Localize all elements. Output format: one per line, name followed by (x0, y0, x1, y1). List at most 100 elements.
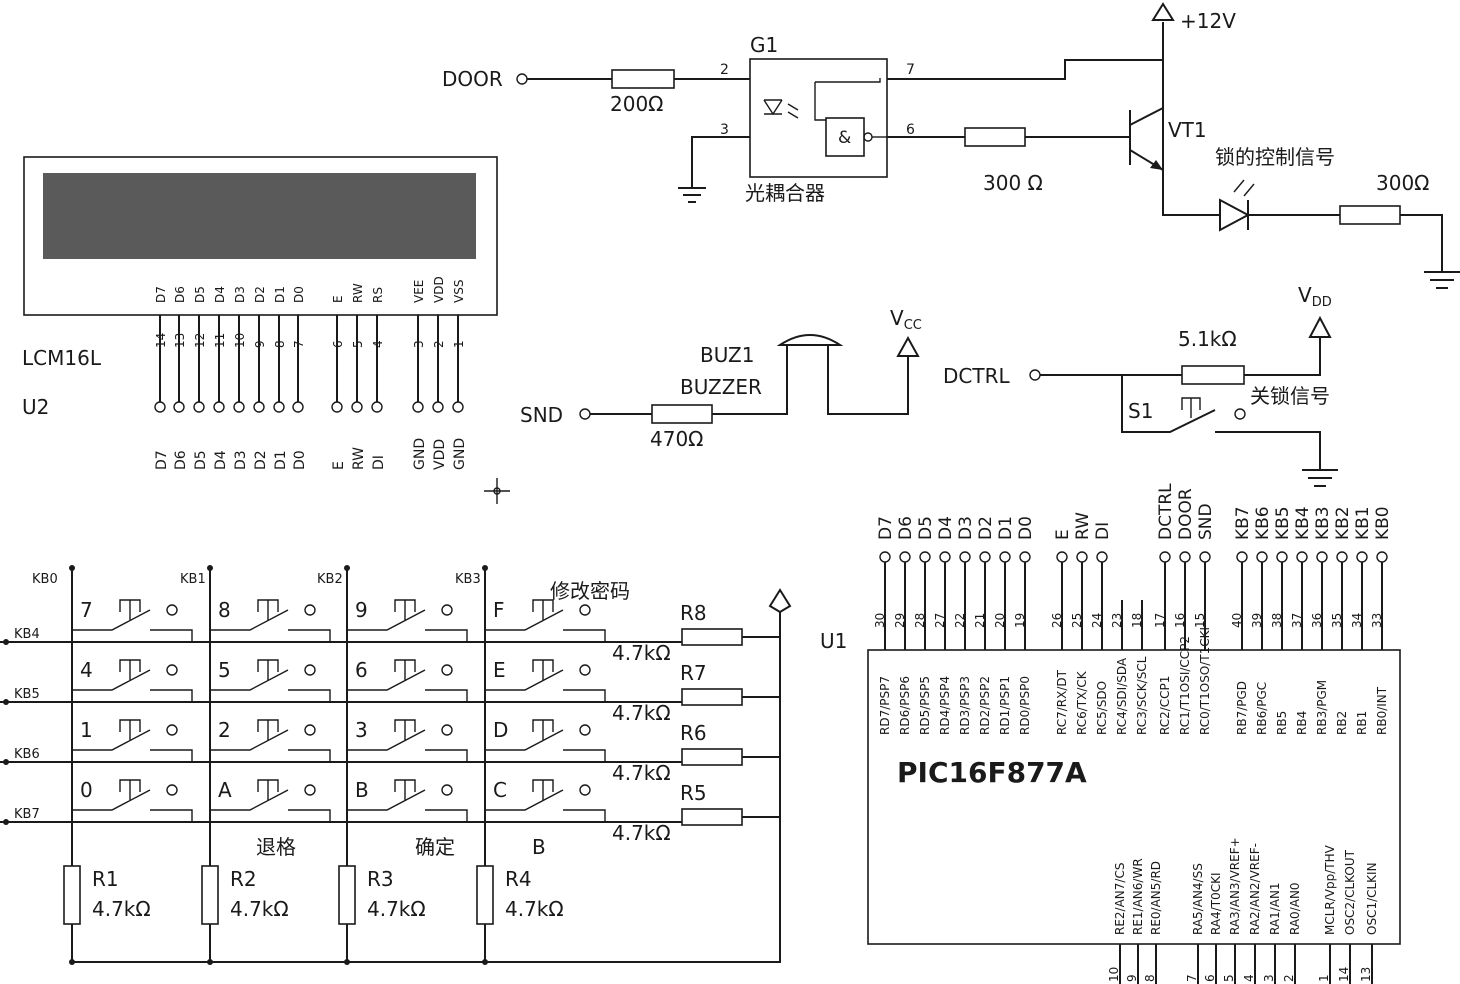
push-button-icon (257, 599, 279, 620)
and-gate-symbol: & (838, 128, 851, 148)
keypad-key-label: 6 (355, 658, 368, 682)
keypad-key-label: 8 (218, 598, 231, 622)
lcd-module: LCM16L U2 D714D7D613D6D512D5D411D4D310D3… (22, 156, 498, 470)
mcu-pin-number: 40 (1230, 613, 1244, 628)
lcd-pin-name: RS (371, 287, 385, 303)
ground-icon (678, 187, 706, 203)
mcu-pin-function: RB5 (1275, 711, 1289, 735)
lcd-net-label: D6 (173, 450, 189, 470)
lcd-pin-name: VDD (432, 276, 446, 303)
mcu-pin-terminal (1256, 551, 1268, 563)
door-resistor (611, 69, 675, 89)
lcd-pin-terminal (273, 401, 285, 413)
mcu-net-label: KB3 (1313, 506, 1333, 540)
key-switch-icon (347, 789, 468, 822)
junction-dot (3, 759, 9, 765)
vdd-arrow-icon (1308, 315, 1332, 338)
mcu-net-label: D1 (996, 516, 1016, 540)
buzzer-icon (776, 334, 844, 346)
key-terminal-icon (579, 724, 591, 736)
mcu-pin-function: RD0/PSP0 (1018, 676, 1032, 735)
column-resistor-ref: R3 (367, 867, 394, 891)
buzzer-ref: BUZ1 (700, 343, 754, 367)
key-terminal-icon (304, 664, 316, 676)
mcu-body (867, 649, 1401, 945)
mcu-pin-function: RD7/PSP7 (878, 676, 892, 735)
mcu-pin-function: RA0/AN0 (1288, 882, 1302, 935)
key-switch-icon (210, 789, 331, 822)
mcu-net-label: KB2 (1333, 506, 1353, 540)
lock-label: 锁的控制信号 (1215, 145, 1335, 169)
junction-dot (207, 959, 213, 965)
mcu-net-label: KB1 (1353, 506, 1373, 540)
junction-dot (69, 565, 75, 571)
mcu-pin-function: RD1/PSP1 (998, 676, 1012, 735)
mcu-pin-terminal (1336, 551, 1348, 563)
row-resistor-ref: R8 (680, 601, 707, 625)
push-button-icon (394, 659, 416, 680)
mcu-net-label: D5 (916, 516, 936, 540)
column-resistor-value: 4.7kΩ (230, 897, 289, 921)
keypad-column-label: KB1 (180, 572, 206, 587)
lcd-net-label: D2 (253, 450, 269, 470)
mcu-pin-function: RA5/AN4/SS (1191, 863, 1205, 935)
mcu-pin-function: RB1 (1355, 711, 1369, 735)
function-label: 修改密码 (550, 579, 630, 603)
mcu-pin-number: 36 (1310, 613, 1324, 628)
mcu-pin-number: 17 (1153, 613, 1167, 628)
mcu-pin-function: OSC2/CLKOUT (1343, 849, 1357, 935)
mcu-ref: U1 (820, 629, 847, 653)
lcd-pin-terminal (213, 401, 225, 413)
ground-icon (1424, 271, 1460, 289)
key-switch-icon (347, 609, 468, 642)
mcu-pin-number: 24 (1090, 613, 1104, 628)
mcu-pin-function: RC2/CCP1 (1158, 676, 1172, 735)
keypad-column-label: KB2 (317, 572, 343, 587)
door-drive-circuit: DOOR 200Ω G1 光耦合器 2 3 7 6 & +12V 300 Ω (442, 2, 1460, 289)
mcu-pin-number: 26 (1050, 613, 1064, 628)
column-resistor-value: 4.7kΩ (92, 897, 151, 921)
key-switch-icon (485, 729, 606, 762)
lcd-pin-name: D4 (213, 286, 227, 303)
mcu-net-label: D4 (936, 516, 956, 540)
mcu-pin-function: RA1/AN1 (1268, 882, 1282, 935)
key-terminal-icon (166, 664, 178, 676)
row-resistor-ref: R5 (680, 781, 707, 805)
mcu-pin-number: 2 (1282, 974, 1296, 982)
mcu-net-label: D7 (876, 516, 896, 540)
column-resistor-ref: R2 (230, 867, 257, 891)
mcu-pin-number: 39 (1250, 613, 1264, 628)
mcu-pin-function: RC1/T1OSI/CCP2 (1178, 636, 1192, 735)
mcu-net-label: D3 (956, 516, 976, 540)
column-resistor (201, 865, 219, 925)
mcu-pin-function: MCLR/Vpp/THV (1323, 844, 1337, 935)
lcd-pin-name: VSS (452, 280, 466, 303)
buzzer-type: BUZZER (680, 375, 762, 399)
mcu-pin-function: RA2/AN2/VREF- (1248, 843, 1262, 935)
opto-pin-7: 7 (906, 62, 915, 78)
lcd-pin-name: D6 (173, 286, 187, 303)
mcu-net-label: D6 (896, 516, 916, 540)
column-resistor (476, 865, 494, 925)
optocoupler-body (749, 58, 888, 178)
key-terminal-icon (579, 664, 591, 676)
mcu-net-label: KB4 (1293, 506, 1313, 540)
mcu-pin-terminal (1376, 551, 1388, 563)
key-switch-icon (210, 609, 331, 642)
key-switch-icon (72, 609, 193, 642)
lcd-pin-terminal (371, 401, 383, 413)
key-switch-icon (210, 669, 331, 702)
mcu-net-label: D2 (976, 516, 996, 540)
mcu-pin-function: RC3/SCK/SCL (1135, 656, 1149, 735)
mcu-pin-number: 37 (1290, 613, 1304, 628)
keypad-key-label: 1 (80, 718, 93, 742)
opto-pin-6: 6 (906, 122, 915, 138)
mcu-net-label: D0 (1016, 516, 1036, 540)
transistor-icon (1129, 107, 1164, 171)
optocoupler-ref: G1 (750, 33, 778, 57)
mcu-pin-number: 34 (1350, 613, 1364, 628)
push-button-icon (1181, 397, 1201, 418)
key-switch-icon (347, 669, 468, 702)
key-switch-icon (72, 669, 193, 702)
key-terminal-icon (304, 604, 316, 616)
